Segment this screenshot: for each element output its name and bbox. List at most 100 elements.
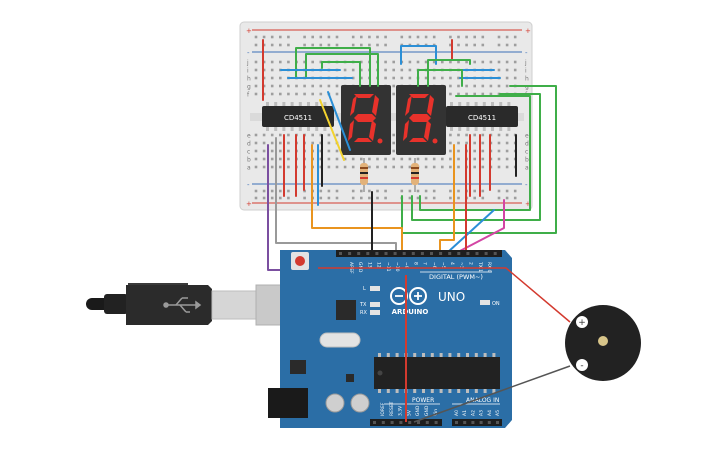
breadboard-hole[interactable]: [449, 149, 452, 153]
rail-hole[interactable]: [262, 35, 266, 39]
rail-hole[interactable]: [287, 43, 290, 47]
breadboard-hole[interactable]: [335, 149, 339, 153]
rail-hole[interactable]: [384, 196, 387, 200]
power-header[interactable]: [370, 419, 442, 426]
breadboard-hole[interactable]: [262, 92, 266, 96]
wire-green-right-3[interactable]: [419, 95, 531, 211]
rail-hole[interactable]: [335, 189, 339, 193]
header-pin[interactable]: [384, 252, 388, 255]
rail-hole[interactable]: [335, 35, 339, 39]
breadboard-hole[interactable]: [303, 92, 306, 96]
rail-hole[interactable]: [457, 35, 460, 39]
header-pin[interactable]: [408, 421, 412, 424]
rail-hole[interactable]: [513, 35, 517, 39]
breadboard-hole[interactable]: [254, 141, 258, 145]
chip-right[interactable]: CD4511: [446, 102, 518, 131]
rail-hole[interactable]: [311, 35, 314, 39]
rail-hole[interactable]: [270, 189, 274, 193]
header-pin[interactable]: [484, 252, 488, 255]
breadboard-hole[interactable]: [311, 84, 314, 88]
rail-hole[interactable]: [449, 196, 452, 200]
rail-hole[interactable]: [408, 35, 412, 39]
rail-hole[interactable]: [513, 189, 517, 193]
header-pin[interactable]: [493, 252, 497, 255]
breadboard-hole[interactable]: [254, 68, 258, 72]
header-pin[interactable]: [381, 421, 385, 424]
header-pin[interactable]: [375, 252, 379, 255]
breadboard-hole[interactable]: [400, 157, 404, 161]
breadboard-hole[interactable]: [497, 133, 501, 137]
breadboard-hole[interactable]: [505, 157, 509, 161]
breadboard-hole[interactable]: [319, 60, 323, 64]
breadboard-hole[interactable]: [449, 76, 452, 80]
breadboard-hole[interactable]: [262, 133, 266, 137]
breadboard-hole[interactable]: [473, 133, 476, 137]
breadboard-hole[interactable]: [400, 165, 404, 169]
rail-hole[interactable]: [254, 43, 258, 47]
rail-hole[interactable]: [416, 189, 420, 193]
breadboard-hole[interactable]: [279, 165, 282, 169]
breadboard-hole[interactable]: [441, 157, 444, 161]
breadboard-hole[interactable]: [270, 76, 274, 80]
rail-hole[interactable]: [465, 43, 468, 47]
breadboard-hole[interactable]: [457, 157, 460, 161]
breadboard-hole[interactable]: [489, 60, 493, 64]
breadboard-hole[interactable]: [392, 60, 395, 64]
wire-blue-top-3[interactable]: [400, 45, 437, 65]
buzzer[interactable]: + -: [565, 305, 641, 381]
breadboard-hole[interactable]: [303, 84, 306, 88]
rail-hole[interactable]: [473, 189, 476, 193]
rail-hole[interactable]: [473, 196, 476, 200]
breadboard-hole[interactable]: [392, 149, 395, 153]
header-pin[interactable]: [457, 252, 461, 255]
breadboard-hole[interactable]: [319, 149, 323, 153]
breadboard-hole[interactable]: [262, 157, 266, 161]
wire-green-top-1[interactable]: [295, 47, 371, 87]
rail-hole[interactable]: [408, 189, 412, 193]
breadboard-hole[interactable]: [262, 84, 266, 88]
breadboard-hole[interactable]: [254, 76, 258, 80]
wire-blue-arduino[interactable]: [447, 209, 495, 253]
breadboard-hole[interactable]: [335, 157, 339, 161]
breadboard-hole[interactable]: [392, 165, 395, 169]
breadboard-hole[interactable]: [473, 84, 476, 88]
breadboard-hole[interactable]: [473, 92, 476, 96]
wire-gnd-buzzer[interactable]: [413, 365, 571, 423]
rail-hole[interactable]: [279, 189, 282, 193]
breadboard-hole[interactable]: [279, 92, 282, 96]
header-pin[interactable]: [366, 252, 370, 255]
rail-hole[interactable]: [270, 196, 274, 200]
breadboard-hole[interactable]: [465, 133, 468, 137]
rail-hole[interactable]: [449, 35, 452, 39]
breadboard-hole[interactable]: [505, 68, 509, 72]
rail-hole[interactable]: [400, 189, 404, 193]
breadboard-hole[interactable]: [254, 133, 258, 137]
resistor-left[interactable]: [360, 158, 368, 192]
rail-hole[interactable]: [287, 189, 290, 193]
rail-hole[interactable]: [457, 189, 460, 193]
breadboard-hole[interactable]: [457, 84, 460, 88]
rail-hole[interactable]: [368, 189, 371, 193]
rail-hole[interactable]: [287, 35, 290, 39]
breadboard-hole[interactable]: [270, 133, 274, 137]
breadboard-hole[interactable]: [262, 149, 266, 153]
breadboard-hole[interactable]: [319, 133, 323, 137]
wire-red-buzzer[interactable]: [318, 267, 571, 323]
breadboard-hole[interactable]: [287, 165, 290, 169]
rail-hole[interactable]: [497, 43, 501, 47]
header-pin[interactable]: [402, 252, 406, 255]
breadboard-hole[interactable]: [254, 84, 258, 88]
rail-hole[interactable]: [351, 189, 355, 193]
header-pin[interactable]: [487, 421, 491, 424]
breadboard-hole[interactable]: [254, 165, 258, 169]
breadboard-hole[interactable]: [287, 141, 290, 145]
breadboard-hole[interactable]: [392, 68, 395, 72]
header-pin[interactable]: [479, 421, 483, 424]
rail-hole[interactable]: [262, 189, 266, 193]
breadboard-hole[interactable]: [441, 165, 444, 169]
rail-hole[interactable]: [449, 43, 452, 47]
breadboard-hole[interactable]: [400, 68, 404, 72]
breadboard-hole[interactable]: [319, 141, 323, 145]
breadboard-hole[interactable]: [416, 157, 420, 161]
header-pin[interactable]: [475, 252, 479, 255]
